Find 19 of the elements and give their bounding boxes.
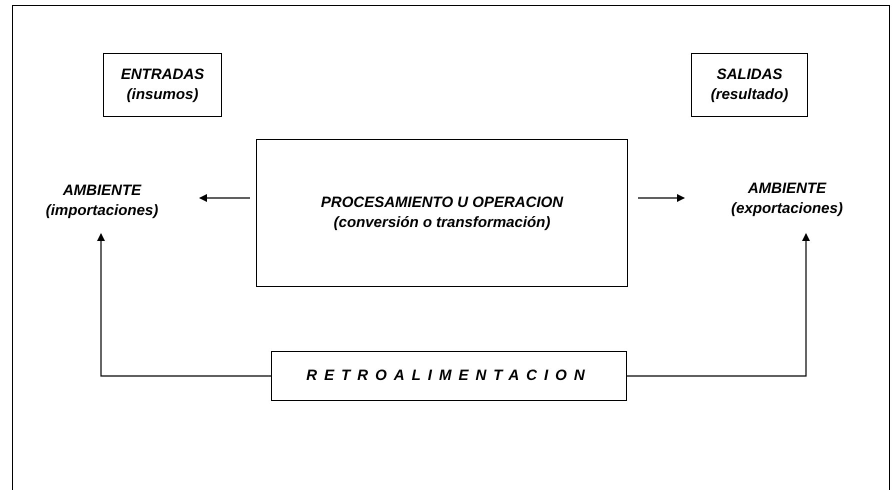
arrow xyxy=(638,194,685,202)
node-subtitle: (conversión o transformación) xyxy=(334,213,550,233)
process-box xyxy=(271,351,627,401)
process-box xyxy=(691,53,808,117)
node-title: PROCESAMIENTO U OPERACION xyxy=(320,192,564,213)
arrow xyxy=(627,233,810,377)
process-box xyxy=(256,139,628,287)
arrow xyxy=(199,194,250,202)
node-title: AMBIENTE xyxy=(748,178,826,199)
node-title: AMBIENTE xyxy=(62,180,142,201)
node-title: RETROALIMENTACION xyxy=(306,366,592,386)
node-subtitle: (resultado) xyxy=(710,85,788,105)
node-subtitle: (exportaciones) xyxy=(731,199,843,219)
process-box xyxy=(103,53,222,117)
node-subtitle: (importaciones) xyxy=(46,201,158,221)
node-subtitle: (insumos) xyxy=(126,85,198,105)
node-title: SALIDAS xyxy=(716,64,782,85)
arrow xyxy=(97,233,271,377)
node-title: ENTRADAS xyxy=(120,64,204,85)
